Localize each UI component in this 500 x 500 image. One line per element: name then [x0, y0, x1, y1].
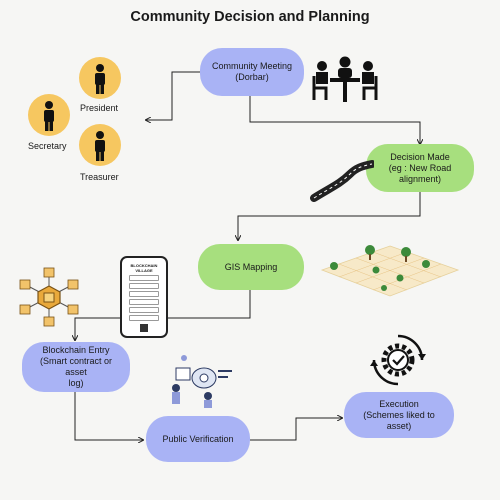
- diagram-title: Community Decision and Planning: [130, 9, 370, 25]
- map-grid-icon: [320, 245, 460, 297]
- node-decision-made: Decision Made (eg : New Road alignment): [366, 144, 474, 192]
- arrow-verification-to-execution: [250, 418, 342, 441]
- phone-row: [129, 299, 159, 305]
- phone-row: [129, 283, 159, 289]
- president-label: President: [80, 103, 119, 113]
- node-public-verification: Public Verification: [146, 416, 250, 462]
- phone-row: [129, 307, 159, 313]
- verification-people-icon: [172, 355, 232, 408]
- person-icon: [44, 101, 54, 131]
- phone-row: [129, 275, 159, 281]
- phone-icon: BLOCKCHAIN VILLAGE: [120, 256, 168, 338]
- person-icon: [95, 64, 105, 94]
- arrow-decision-to-gis: [238, 192, 421, 240]
- road-icon: [310, 160, 374, 202]
- gear-check-icon: [370, 334, 426, 386]
- phone-row: [129, 291, 159, 297]
- secretary-avatar: [28, 94, 70, 136]
- secretary-label: Secretary: [28, 141, 67, 151]
- node-community-meeting: Community Meeting (Dorbar): [200, 48, 304, 96]
- treasurer-label: Treasurer: [80, 172, 119, 182]
- node-execution: Execution (Schemes liked to asset): [344, 392, 454, 438]
- qr-code-icon: [140, 324, 148, 332]
- node-gis-mapping: GIS Mapping: [198, 244, 304, 290]
- node-blockchain-entry: Blockchain Entry (Smart contract or asse…: [22, 342, 130, 392]
- blockchain-network-icon: [19, 267, 79, 327]
- arrow-meeting-to-decision: [249, 96, 420, 144]
- phone-row: [129, 315, 159, 321]
- treasurer-avatar: [79, 124, 121, 166]
- arrow-blockchain-to-verification: [74, 392, 143, 440]
- phone-heading: BLOCKCHAIN VILLAGE: [130, 263, 158, 273]
- meeting-people-icon: [312, 56, 378, 102]
- person-icon: [95, 131, 105, 161]
- arrow-meeting-to-roles: [146, 71, 200, 120]
- president-avatar: [79, 57, 121, 99]
